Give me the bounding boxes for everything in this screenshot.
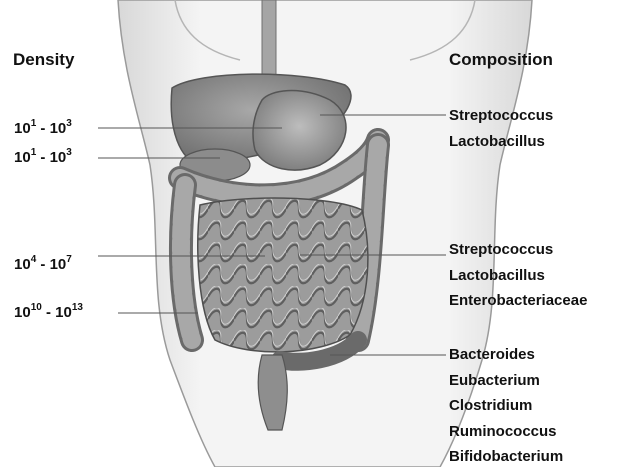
composition-item: Streptococcus [449, 103, 553, 129]
composition-item: Streptococcus [449, 237, 587, 263]
composition-item: Bifidobacterium [449, 444, 563, 467]
composition-group-1: Streptococcus Lactobacillus [449, 103, 553, 154]
composition-item: Lactobacillus [449, 263, 587, 289]
density-label-1: 101 - 103 [14, 120, 72, 137]
density-label-4: 1010 - 1013 [14, 304, 83, 321]
composition-item: Ruminococcus [449, 419, 563, 445]
density-label-2: 101 - 103 [14, 149, 72, 166]
density-label-3: 104 - 107 [14, 256, 72, 273]
composition-item: Eubacterium [449, 368, 563, 394]
composition-group-3: Bacteroides Eubacterium Clostridium Rumi… [449, 342, 563, 467]
density-heading: Density [13, 50, 74, 70]
composition-group-2: Streptococcus Lactobacillus Enterobacter… [449, 237, 587, 314]
composition-item: Clostridium [449, 393, 563, 419]
composition-item: Lactobacillus [449, 129, 553, 155]
composition-item: Enterobacteriaceae [449, 288, 587, 314]
composition-heading: Composition [449, 50, 553, 70]
small-intestine [198, 198, 368, 352]
composition-item: Bacteroides [449, 342, 563, 368]
